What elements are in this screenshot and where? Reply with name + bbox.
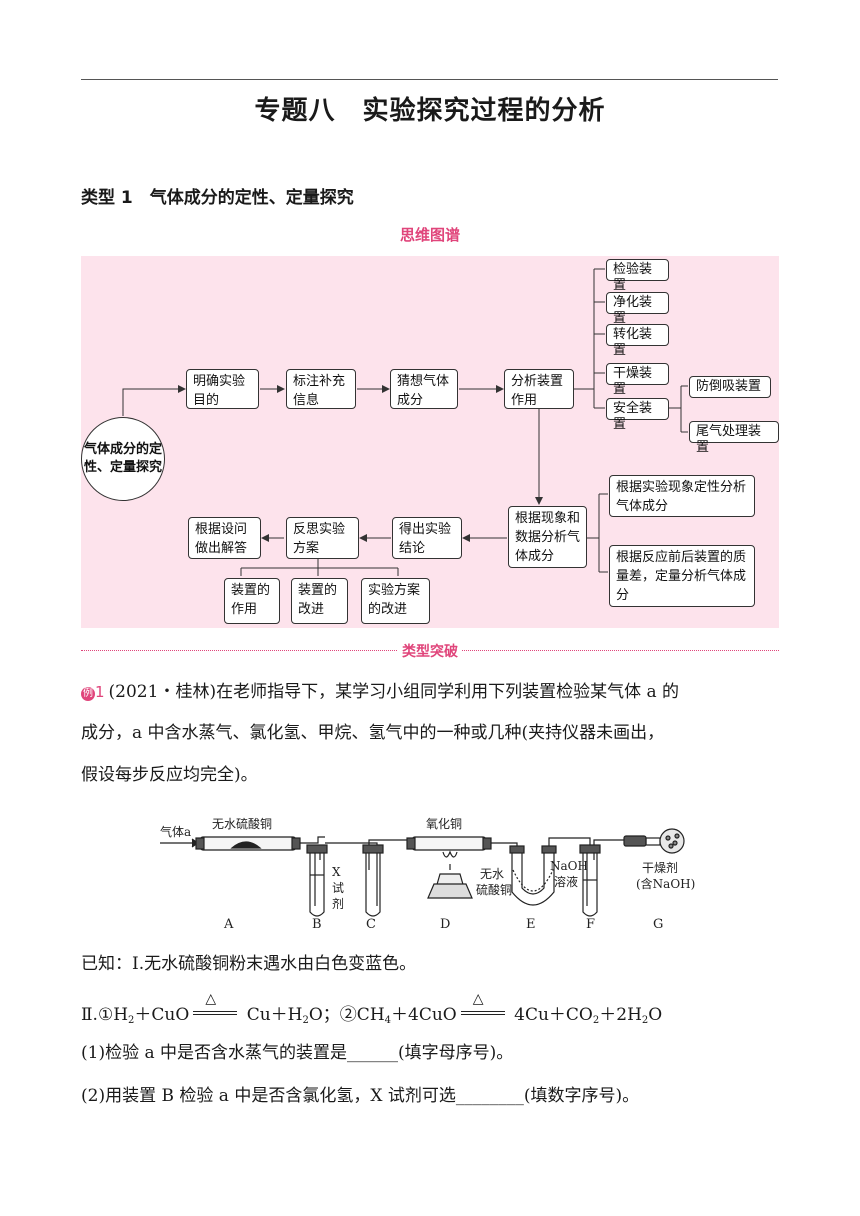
label-cuo: 氧化铜 [426, 816, 462, 831]
breakthrough-label: 类型突破 [398, 644, 462, 660]
mindmap-node-analyze-data: 根据现象和数据分析气体成分 [508, 506, 587, 568]
mindmap-anti-suckback: 防倒吸装置 [689, 376, 771, 398]
apparatus-diagram: 气体a 无水硫酸铜 X 试 剂 氧化铜 无水 硫酸铜 NaOH 溶液 干燥剂 (… [160, 816, 695, 932]
label-solution: 溶液 [554, 874, 578, 889]
label-gas-a: 气体a [160, 824, 191, 839]
mindmap-quantitative: 根据反应前后装置的质量差，定量分析气体成分 [609, 545, 755, 607]
mind-map-connectors [122, 268, 688, 576]
mindmap-reflect-improve-plan: 实验方案的改进 [361, 578, 430, 624]
label-desiccant: 干燥剂 [642, 860, 678, 875]
example-text-1: (2021・桂林)在老师指导下，某学习小组同学利用下列装置检验某气体 a 的 [108, 682, 680, 702]
example-badge: 例 [81, 687, 95, 701]
mindmap-node-reflect: 反思实验方案 [286, 517, 359, 559]
known-line: 已知：Ⅰ.无水硫酸铜粉末遇水由白色变蓝色。 [81, 954, 417, 974]
mindmap-node-guess: 猜想气体成分 [390, 369, 458, 409]
question-1: (1)检验 a 中是否含水蒸气的装置是______(填字母序号)。 [81, 1043, 514, 1063]
letter-d: D [440, 917, 450, 932]
question-2: (2)用装置 B 检验 a 中是否含氯化氢，X 试剂可选________(填数字… [81, 1086, 640, 1106]
section-title: 类型 1 气体成分的定性、定量探究 [81, 188, 354, 208]
mindmap-tail-gas: 尾气处理装置 [689, 421, 779, 455]
label-reagent-1: 试 [332, 880, 344, 895]
heat-equals-1: △ [189, 991, 241, 1025]
mindmap-node-analyze-device: 分析装置作用 [504, 369, 574, 409]
breakthrough-divider: 类型突破 [81, 640, 779, 660]
mindmap-label: 思维图谱 [399, 226, 460, 244]
letter-e: E [526, 917, 536, 932]
heat-equals-2: △ [457, 991, 509, 1025]
mindmap-device-check: 检验装置 [606, 259, 669, 293]
mindmap-center: 气体成分的定性、定量探究 [81, 417, 165, 501]
mindmap-node-answer: 根据设问做出解答 [188, 517, 261, 559]
label-anhydrous-cuso4-a: 无水硫酸铜 [212, 816, 272, 831]
mindmap-device-convert: 转化装置 [606, 324, 669, 358]
example-line-3: 假设每步反应均完全)。 [81, 765, 258, 785]
mindmap-node-conclusion: 得出实验结论 [392, 517, 462, 559]
mindmap-device-safety: 安全装置 [606, 398, 669, 432]
label-reagent-2: 剂 [332, 896, 344, 911]
top-rule [81, 79, 778, 80]
mindmap-qualitative: 根据实验现象定性分析气体成分 [609, 475, 755, 517]
mindmap-reflect-improve-device: 装置的改进 [291, 578, 348, 624]
label-naoh: NaOH [550, 859, 588, 873]
page-title: 专题八 实验探究过程的分析 [254, 96, 606, 126]
mindmap-device-dry: 干燥装置 [606, 363, 669, 397]
mindmap-reflect-role: 装置的作用 [224, 578, 280, 624]
mindmap-node-info: 标注补充信息 [286, 369, 356, 409]
letter-b: B [312, 917, 322, 932]
mindmap-device-purify: 净化装置 [606, 292, 669, 326]
mind-map: 气体成分的定性、定量探究 明确实验目的 标注补充信息 猜想气体成分 分析装置作用… [81, 256, 779, 628]
example-number: 1 [95, 683, 105, 701]
mindmap-node-goal: 明确实验目的 [186, 369, 259, 409]
example-line-2: 成分，a 中含水蒸气、氯化氢、甲烷、氢气中的一种或几种(夹持仪器未画出， [81, 723, 665, 743]
label-contains-naoh: (含NaOH) [636, 876, 695, 891]
label-e-2: 硫酸铜 [476, 882, 512, 897]
equation-line: Ⅱ.①H2＋CuO△ Cu＋H2O；②CH4＋4CuO△ 4Cu＋CO2＋2H2… [81, 991, 663, 1026]
letter-c: C [366, 917, 376, 932]
letter-f: F [586, 917, 595, 932]
letter-g: G [653, 917, 663, 932]
label-e-1: 无水 [480, 867, 504, 881]
label-x: X [332, 865, 341, 879]
letter-a: A [223, 917, 234, 932]
